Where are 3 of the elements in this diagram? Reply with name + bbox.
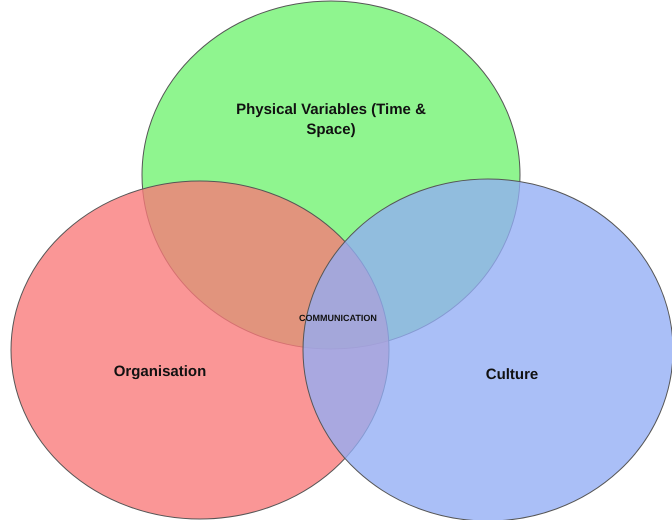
circle-label: Physical Variables (Time & Space) [235, 100, 427, 140]
circle-label: Organisation [112, 362, 208, 382]
circle-label: Culture [484, 365, 540, 385]
